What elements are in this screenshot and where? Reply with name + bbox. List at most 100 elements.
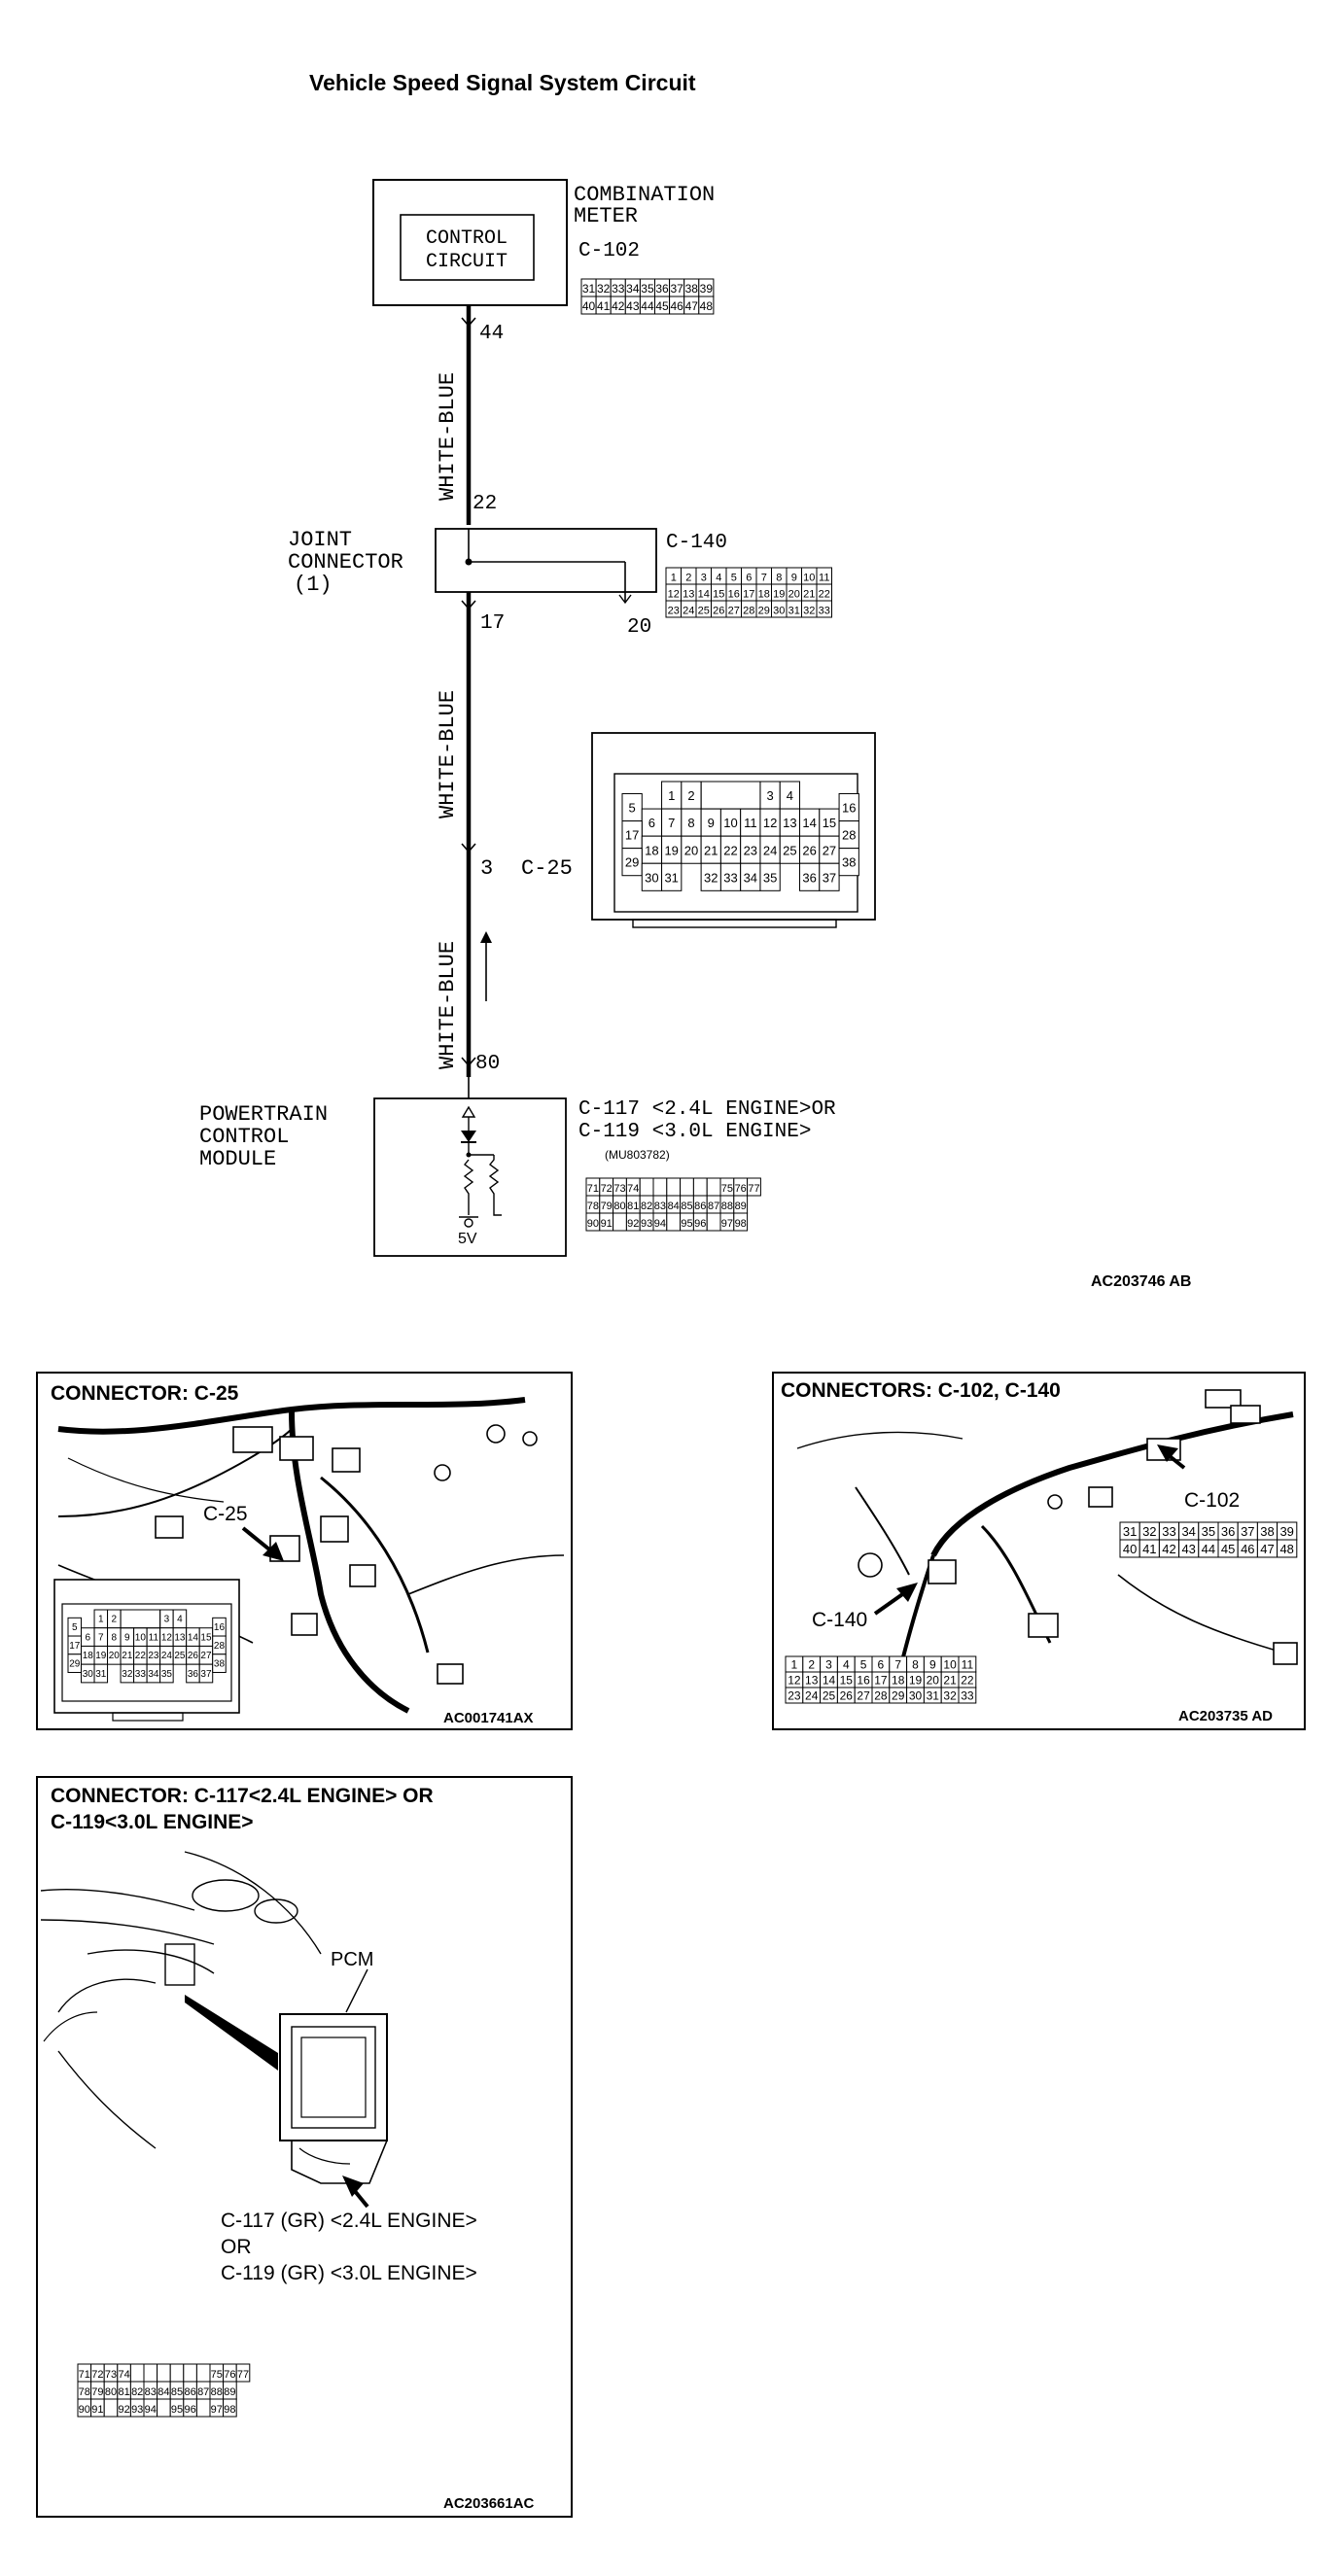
panel-pcm-pin-label: 87 <box>197 2386 209 2398</box>
c25-pin-label: 15 <box>823 816 836 830</box>
c25-cell <box>759 862 781 891</box>
pin-20-label: 20 <box>627 616 651 639</box>
panel-pcm-cell <box>169 2363 185 2383</box>
panel-c25-pin-label: 27 <box>200 1651 212 1661</box>
panel-c25-pin-label: 19 <box>95 1651 107 1661</box>
c102-pin-label: 38 <box>685 282 699 296</box>
wire-color-label-1: WHITE-BLUE <box>436 372 460 501</box>
pcm-pin-label: 83 <box>654 1201 666 1212</box>
joint-connector-label-2: CONNECTOR <box>288 550 403 574</box>
c25-pin-label: 8 <box>687 816 694 830</box>
panel-c102-pin-label: 38 <box>1260 1524 1274 1539</box>
diagram-code: AC203746 AB <box>1091 1273 1191 1290</box>
pcm-pin-label: 97 <box>721 1218 733 1230</box>
panel-c25-cell <box>159 1663 174 1684</box>
c140-pin-label: 28 <box>743 605 754 616</box>
panel-pcm-pin-label: 77 <box>237 2369 249 2381</box>
c25-pin-label: 21 <box>704 843 718 857</box>
c140-pin-label: 17 <box>743 588 754 600</box>
panel-c25-pin-label: 7 <box>98 1632 104 1643</box>
c140-label: C-140 <box>666 532 727 554</box>
control-circuit-box <box>400 214 535 281</box>
c102-pin-label: 40 <box>582 299 596 313</box>
panel-c25-pin-label: 4 <box>177 1615 183 1625</box>
panel-c25-blank-cell <box>120 1609 161 1629</box>
panel-c102-pin-label: 35 <box>1202 1524 1215 1539</box>
pcm-pin-label: 87 <box>708 1201 719 1212</box>
pcm-pin-label: 86 <box>694 1201 706 1212</box>
wire-color-label-3: WHITE-BLUE <box>436 941 460 1069</box>
panel-c25-pin-label: 9 <box>124 1632 130 1643</box>
panel-pcm-cell <box>195 2363 211 2383</box>
c102-pin-label: 39 <box>700 282 714 296</box>
pcm-cell <box>639 1177 654 1197</box>
c25-pin-label: 27 <box>823 843 836 857</box>
c25-pin-label: 9 <box>708 816 715 830</box>
panel-c25-pin-label: 14 <box>188 1632 199 1643</box>
pcm-cell <box>666 1177 682 1197</box>
panel-c25-cell <box>198 1663 214 1684</box>
c102-pin-label: 43 <box>626 299 640 313</box>
panel-c102-pin-label: 36 <box>1221 1524 1235 1539</box>
c102-pin-label: 36 <box>655 282 669 296</box>
c102-pin-label: 34 <box>626 282 640 296</box>
panel-c140-arrow-icon <box>896 1583 918 1602</box>
panel-c102-pin-label: 33 <box>1162 1524 1175 1539</box>
pcm-pin-label: 76 <box>735 1183 747 1195</box>
panel-c25-title: CONNECTOR: C-25 <box>51 1382 239 1405</box>
c25-pin-label: 16 <box>842 801 856 816</box>
c25-pin-label: 19 <box>664 843 678 857</box>
panel-c25-pin-label: 3 <box>164 1615 170 1625</box>
panel-c25-pin-label: 24 <box>161 1651 173 1661</box>
panel-c25-cell <box>212 1654 227 1673</box>
panel-c140-pin-label: 12 <box>788 1673 801 1687</box>
panel-pcm-pin-label: 97 <box>211 2404 223 2416</box>
c102-pin-label: 48 <box>700 299 714 313</box>
panel-c140-pin-label: 2 <box>808 1657 815 1671</box>
c25-pin-label: 13 <box>783 816 796 830</box>
panel-pcm-pin-label: 72 <box>91 2369 103 2381</box>
c140-pin-label: 5 <box>731 572 737 583</box>
c140-pin-label: 20 <box>788 588 800 600</box>
panel-pcm-pin-label: 93 <box>131 2404 143 2416</box>
pcm-pin-label: 92 <box>627 1218 639 1230</box>
pcm-part-number: (MU803782) <box>605 1148 670 1162</box>
pcm-pin-label: 79 <box>601 1201 613 1212</box>
c102-pin-label: 44 <box>641 299 654 313</box>
combination-meter-label-1: COMBINATION <box>574 183 715 207</box>
panel-c117-caption-3: C-119 (GR) <3.0L ENGINE> <box>221 2262 477 2284</box>
panel-c102-pin-label: 32 <box>1142 1524 1156 1539</box>
c25-pin-label: 11 <box>744 816 757 830</box>
c102-pin-label: 46 <box>670 299 683 313</box>
panel-c140-pin-label: 31 <box>927 1688 940 1702</box>
c140-pin-label: 19 <box>773 588 785 600</box>
c140-pin-label: 33 <box>819 605 830 616</box>
panel-c140-pin-label: 18 <box>892 1673 905 1687</box>
page-title: Vehicle Speed Signal System Circuit <box>309 70 696 95</box>
panel-pcm-cell <box>129 2363 145 2383</box>
panel-c140-pin-label: 14 <box>823 1673 836 1687</box>
c25-pin-label: 26 <box>802 843 816 857</box>
panel-c140-pin-label: 23 <box>788 1688 801 1702</box>
panel-c140-pin-label: 15 <box>840 1673 854 1687</box>
panel-c140-pin-label: 20 <box>927 1673 940 1687</box>
panel-pcm-pin-label: 78 <box>79 2386 90 2398</box>
panel-c140-pin-label: 5 <box>860 1657 867 1671</box>
panel-pcm-pin-label: 95 <box>171 2404 183 2416</box>
panel-c25-code: AC001741AX <box>443 1710 534 1726</box>
pcm-connector-label-1: C-117 <2.4L ENGINE>OR <box>578 1098 836 1121</box>
panel-c102-pin-label: 31 <box>1123 1524 1137 1539</box>
c25-pin-label: 4 <box>787 788 793 803</box>
pin-17-label: 17 <box>480 612 505 635</box>
c25-pin-label: 36 <box>802 870 816 885</box>
c102-pin-label: 32 <box>597 282 611 296</box>
panel-c102-c140 <box>772 1372 1306 1730</box>
panel-c117-code: AC203661AC <box>443 2495 535 2512</box>
c25-pin-label: 17 <box>625 828 639 843</box>
pcm-pin-label: 98 <box>735 1218 747 1230</box>
pin-3-label: 3 <box>480 856 493 881</box>
